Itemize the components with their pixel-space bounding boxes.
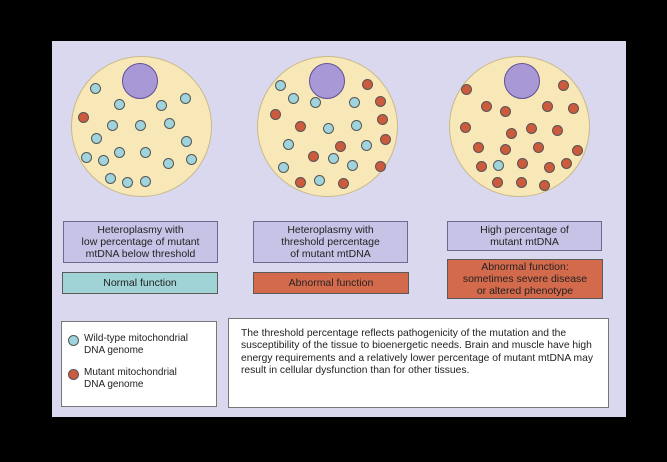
wild-type-mtdna bbox=[91, 133, 102, 144]
wild-type-mtdna bbox=[493, 160, 504, 171]
wild-type-mtdna bbox=[349, 97, 360, 108]
nucleus bbox=[309, 63, 345, 99]
mutant-mtdna bbox=[572, 145, 583, 156]
wild-type-mtdna bbox=[140, 176, 151, 187]
legend-mutant: Mutant mitochondrial DNA genome bbox=[68, 367, 177, 391]
mutant-mtdna bbox=[561, 158, 572, 169]
panel-1-function: Normal function bbox=[62, 272, 218, 294]
nucleus bbox=[504, 63, 540, 99]
mutant-mtdna bbox=[78, 112, 89, 123]
wild-type-mtdna bbox=[163, 158, 174, 169]
wild-type-mtdna bbox=[140, 147, 151, 158]
mutant-mtdna bbox=[375, 96, 386, 107]
panel-3-function: Abnormal function: sometimes severe dise… bbox=[447, 259, 603, 299]
mutant-mtdna bbox=[568, 103, 579, 114]
mutant-mtdna bbox=[270, 109, 281, 120]
wild-type-mtdna bbox=[347, 160, 358, 171]
mutant-mtdna bbox=[481, 101, 492, 112]
mutant-mtdna bbox=[526, 123, 537, 134]
legend-mutant-label: Mutant mitochondrial DNA genome bbox=[84, 367, 177, 390]
mutant-mtdna bbox=[517, 158, 528, 169]
wild-type-mtdna bbox=[283, 139, 294, 150]
wild-type-mtdna bbox=[107, 120, 118, 131]
wild-type-mtdna bbox=[90, 83, 101, 94]
mutant-mtdna bbox=[295, 177, 306, 188]
mutant-mtdna bbox=[516, 177, 527, 188]
wild-type-mtdna bbox=[186, 154, 197, 165]
mutant-mtdna bbox=[552, 125, 563, 136]
wild-type-mtdna bbox=[114, 147, 125, 158]
mutant-mtdna bbox=[473, 142, 484, 153]
mutant-mtdna bbox=[558, 80, 569, 91]
mutant-mtdna bbox=[500, 106, 511, 117]
wild-type-mtdna bbox=[275, 80, 286, 91]
mutant-mtdna bbox=[338, 178, 349, 189]
mutant-mtdna bbox=[308, 151, 319, 162]
mutant-mtdna bbox=[500, 144, 511, 155]
wild-type-mtdna bbox=[323, 123, 334, 134]
wild-type-mtdna bbox=[105, 173, 116, 184]
wild-type-mtdna bbox=[314, 175, 325, 186]
wild-type-mtdna bbox=[180, 93, 191, 104]
legend: Wild-type mitochondrial DNA genome Mutan… bbox=[61, 321, 217, 407]
nucleus bbox=[122, 63, 158, 99]
wild-type-mtdna bbox=[361, 140, 372, 151]
wild-type-mtdna bbox=[181, 136, 192, 147]
mutant-mtdna bbox=[460, 122, 471, 133]
mutant-mtdna bbox=[335, 141, 346, 152]
panel-3-label: High percentage of mutant mtDNA bbox=[447, 221, 602, 251]
legend-wild-type-label: Wild-type mitochondrial DNA genome bbox=[84, 333, 188, 356]
wild-type-mtdna bbox=[164, 118, 175, 129]
mutant-mtdna bbox=[377, 114, 388, 125]
mutant-mtdna bbox=[539, 180, 550, 191]
wild-type-mtdna bbox=[310, 97, 321, 108]
panel-1-label: Heteroplasmy with low percentage of muta… bbox=[63, 221, 218, 263]
panel-2-label: Heteroplasmy with threshold percentage o… bbox=[253, 221, 408, 263]
mutant-mtdna bbox=[461, 84, 472, 95]
mutant-mtdna bbox=[544, 162, 555, 173]
mutant-mtdna bbox=[492, 177, 503, 188]
mutant-mtdna bbox=[542, 101, 553, 112]
legend-wild-type: Wild-type mitochondrial DNA genome bbox=[68, 333, 188, 357]
mutant-mtdna bbox=[380, 134, 391, 145]
mutant-mtdna bbox=[506, 128, 517, 139]
mutant-icon bbox=[68, 369, 79, 380]
wild-type-mtdna bbox=[328, 153, 339, 164]
mutant-mtdna bbox=[533, 142, 544, 153]
wild-type-mtdna bbox=[98, 155, 109, 166]
panel-2-function: Abnormal function bbox=[253, 272, 409, 294]
wild-type-mtdna bbox=[122, 177, 133, 188]
wild-type-mtdna bbox=[156, 100, 167, 111]
wild-type-mtdna bbox=[288, 93, 299, 104]
mutant-mtdna bbox=[362, 79, 373, 90]
wild-type-mtdna bbox=[81, 152, 92, 163]
wild-type-mtdna bbox=[351, 120, 362, 131]
mutant-mtdna bbox=[476, 161, 487, 172]
mutant-mtdna bbox=[295, 121, 306, 132]
mutant-mtdna bbox=[375, 161, 386, 172]
wild-type-mtdna bbox=[114, 99, 125, 110]
wild-type-icon bbox=[68, 335, 79, 346]
wild-type-mtdna bbox=[135, 120, 146, 131]
wild-type-mtdna bbox=[278, 162, 289, 173]
explanatory-note: The threshold percentage reflects pathog… bbox=[228, 318, 609, 408]
